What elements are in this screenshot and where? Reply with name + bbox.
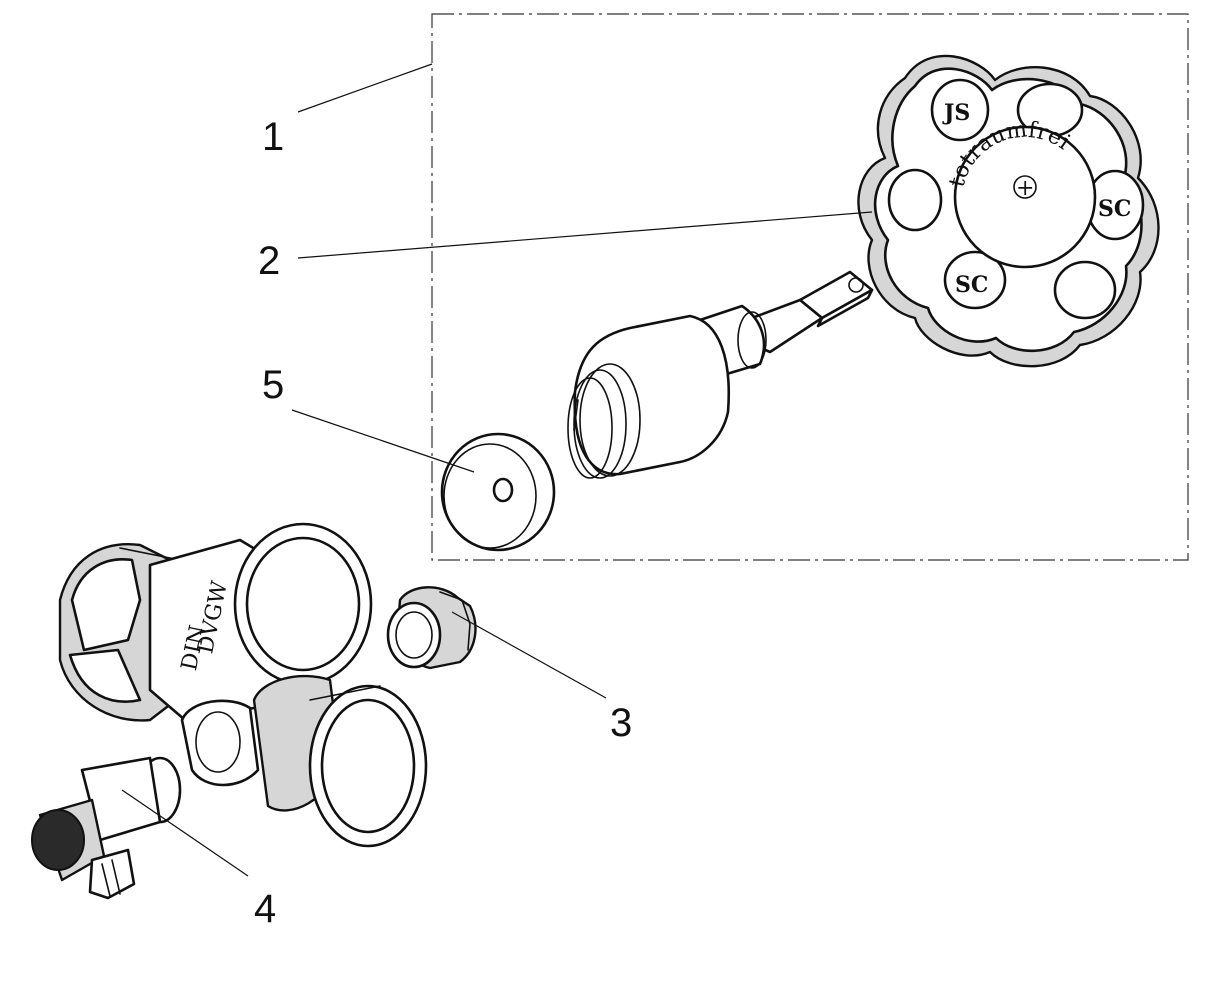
- leader-line-4: [121, 789, 249, 877]
- callout-1: 1: [262, 115, 284, 159]
- callout-3: 3: [610, 701, 632, 745]
- logo-mark-top: JS: [942, 100, 970, 126]
- assembly-frame-item-1: [431, 13, 1189, 561]
- drain-valve: [31, 756, 182, 900]
- hub-screw-plus: +: [1016, 176, 1034, 201]
- callout-2: 2: [258, 239, 280, 283]
- handwheel: JS SC SC + totraumfrei: [857, 54, 1160, 368]
- valve-body: DIN DVGW: [58, 522, 428, 848]
- washer-disc: [440, 432, 556, 552]
- callout-4: 4: [254, 887, 276, 931]
- plug-part: [386, 586, 477, 670]
- logo-mark-right: SC: [1098, 196, 1131, 222]
- leader-line-2: [297, 211, 873, 259]
- callout-5: 5: [262, 363, 284, 407]
- spindle-top-part: [567, 270, 874, 479]
- logo-mark-bottom: SC: [955, 272, 988, 298]
- leader-line-1: [297, 63, 433, 113]
- leader-line-5: [291, 409, 475, 473]
- leader-line-3: [451, 611, 607, 699]
